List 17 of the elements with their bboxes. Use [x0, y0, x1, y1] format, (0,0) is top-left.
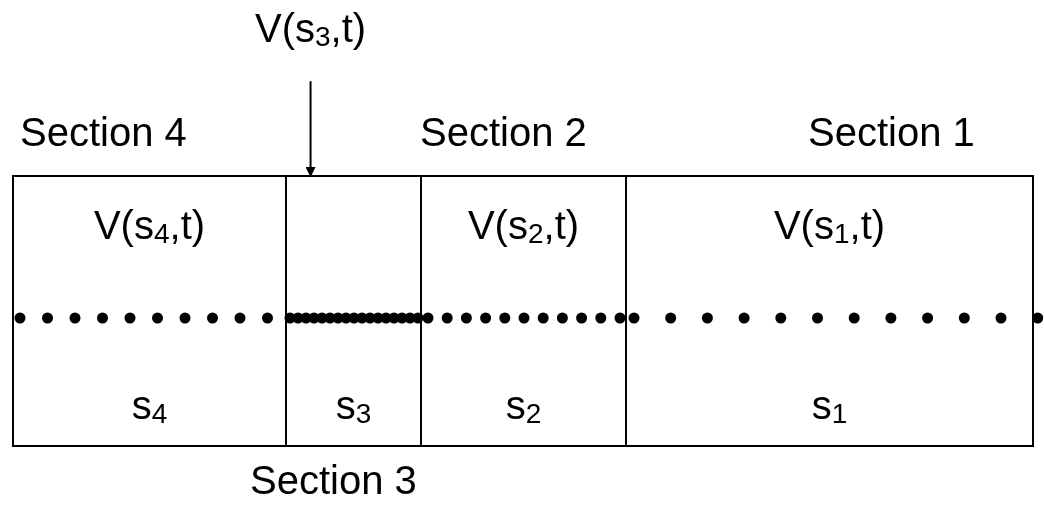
section-label: Section 1	[808, 112, 975, 152]
section-label: Section 3	[250, 460, 417, 500]
section-box	[12, 175, 287, 447]
arrow	[305, 80, 316, 178]
position-label: s$_{3}$	[335, 383, 372, 427]
section-label: Section 4	[20, 112, 187, 152]
position-label: s$_{4}$	[131, 383, 168, 427]
section-label: Section 2	[420, 112, 587, 152]
section-box	[625, 175, 1034, 447]
section-box	[285, 175, 422, 447]
section-box	[420, 175, 627, 447]
voltage-label: V(s$_{3}$,t)	[255, 8, 367, 52]
position-label: s$_{1}$	[811, 383, 848, 427]
voltage-label: V(s$_{2}$,t)	[467, 203, 580, 247]
position-label: s$_{2}$	[505, 383, 542, 427]
voltage-label: V(s$_{1}$,t)	[773, 203, 886, 247]
voltage-label: V(s$_{4}$,t)	[93, 203, 206, 247]
